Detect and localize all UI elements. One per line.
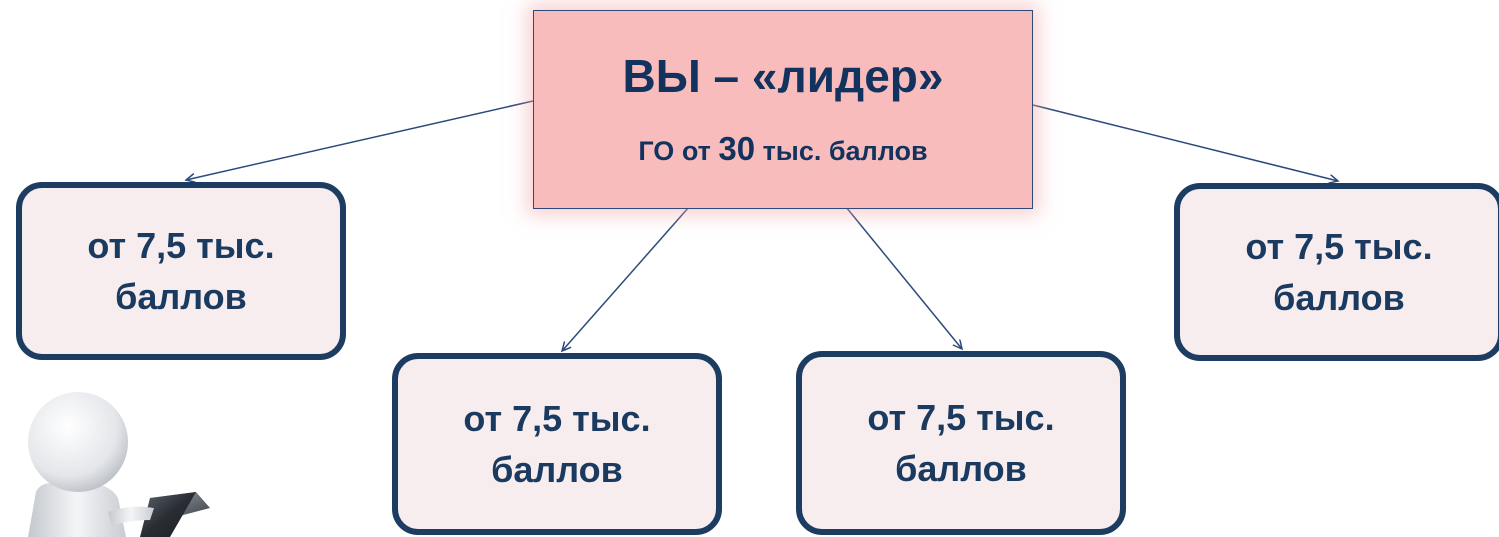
node-4-text: от 7,5 тыс. баллов (1245, 221, 1432, 323)
leader-subtitle-suffix: тыс. баллов (755, 135, 928, 166)
node-4-line1: от 7,5 тыс. (1245, 225, 1433, 267)
node-3-line1: от 7,5 тыс. (867, 396, 1055, 438)
node-3: от 7,5 тыс. баллов (796, 351, 1126, 535)
node-2-line1: от 7,5 тыс. (463, 397, 651, 439)
leader-subtitle: ГО от 30 тыс. баллов (638, 130, 927, 168)
connector-to-node-4 (1032, 104, 1338, 181)
leader-subtitle-number: 30 (718, 129, 756, 167)
leader-title: ВЫ – «лидер» (622, 50, 944, 103)
connector-to-node-2 (562, 206, 690, 351)
node-1-line1: от 7,5 тыс. (87, 224, 275, 266)
node-1-line2: баллов (115, 276, 247, 317)
connector-to-node-1 (186, 100, 534, 180)
node-1: от 7,5 тыс. баллов (16, 182, 346, 360)
connector-to-node-3 (845, 206, 962, 349)
node-2-text: от 7,5 тыс. баллов (463, 393, 650, 495)
leader-subtitle-prefix: ГО от (638, 135, 719, 166)
leader-box: ВЫ – «лидер» ГО от 30 тыс. баллов (533, 10, 1033, 209)
node-4: от 7,5 тыс. баллов (1174, 183, 1499, 361)
node-2: от 7,5 тыс. баллов (392, 353, 722, 535)
node-2-line2: баллов (491, 449, 623, 490)
person-with-laptop-icon (28, 392, 210, 537)
node-3-text: от 7,5 тыс. баллов (867, 392, 1054, 494)
node-1-text: от 7,5 тыс. баллов (87, 220, 274, 322)
node-3-line2: баллов (895, 448, 1027, 489)
node-4-line2: баллов (1273, 277, 1405, 318)
